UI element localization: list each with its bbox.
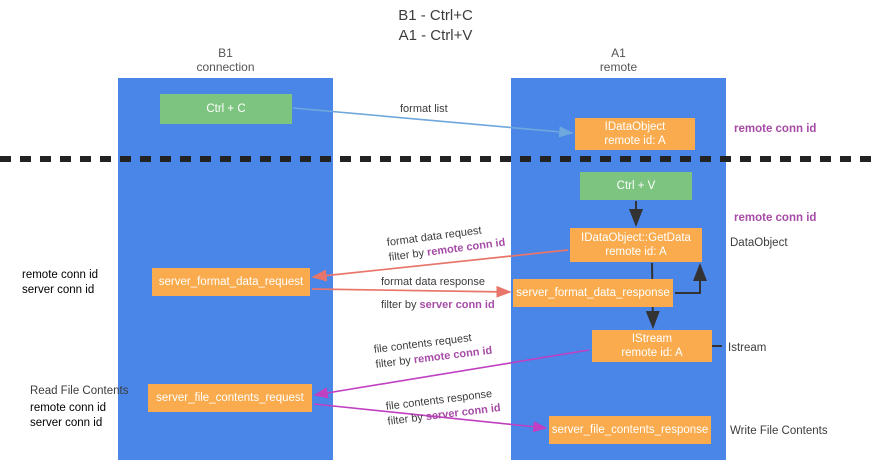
flow-file-contents-request-filter-prefix: filter by: [374, 354, 415, 371]
annotation-write-file-contents: Write File Contents: [730, 425, 828, 437]
annotation-left-server-conn-id-1: server conn id: [22, 284, 95, 296]
flow-label-format-data-request: format data request filter by remote con…: [386, 221, 506, 266]
annotation-remote-conn-id-top: remote conn id: [734, 123, 817, 135]
annotation-left-remote-conn-id-2: remote conn id: [30, 402, 107, 414]
node-server-format-data-request[interactable]: server_format_data_request: [152, 268, 310, 296]
flow-label-file-contents-response: file contents response filter by server …: [385, 386, 502, 430]
lane-header-b1: B1 connection: [118, 46, 333, 74]
annotation-left-remote-conn-id-1: remote conn id: [22, 269, 99, 281]
node-ctrl-c-label: Ctrl + C: [206, 103, 246, 115]
node-server-format-data-response[interactable]: server_format_data_response: [513, 279, 673, 307]
annotation-remote-conn-id-mid: remote conn id: [734, 212, 817, 224]
node-server-format-data-request-label: server_format_data_request: [158, 276, 304, 288]
annotation-dataobject: DataObject: [730, 237, 788, 249]
node-server-file-contents-response[interactable]: server_file_contents_response: [549, 416, 711, 444]
lane-a1-subtitle: remote: [599, 60, 638, 74]
flow-format-data-response-filter-prefix: filter by: [381, 299, 420, 311]
node-ctrl-v-label: Ctrl + V: [616, 180, 656, 192]
flow-label-file-contents-request: file contents request filter by remote c…: [373, 329, 493, 373]
flow-format-data-request-filter-prefix: filter by: [388, 246, 428, 264]
flow-format-data-response-text: format data response: [381, 276, 485, 288]
flow-format-data-response-filter: filter by server conn id: [381, 298, 495, 313]
flow-format-list-text: format list: [400, 103, 448, 115]
node-server-file-contents-request[interactable]: server_file_contents_request: [148, 384, 312, 412]
title-line-1: B1 - Ctrl+C: [398, 7, 473, 24]
flow-file-contents-response-filter-prefix: filter by: [386, 411, 427, 428]
node-getdata-line2: remote id: A: [605, 246, 667, 258]
flow-label-format-data-response: format data response filter by server co…: [381, 275, 495, 313]
annotation-left-server-conn-id-2: server conn id: [30, 417, 103, 429]
node-idataobject-line2: remote id: A: [604, 135, 666, 147]
annotation-left-conn-ids-1: remote conn id server conn id: [22, 268, 98, 298]
node-getdata-line1: IDataObject::GetData: [581, 232, 691, 244]
node-istream-line2: remote id: A: [621, 347, 683, 359]
node-idataobject[interactable]: IDataObject remote id: A: [575, 118, 695, 150]
annotation-left-conn-ids-2: remote conn id server conn id: [30, 401, 106, 431]
diagram-title: B1 - Ctrl+C A1 - Ctrl+V: [0, 6, 871, 46]
node-server-file-contents-request-label: server_file_contents_request: [156, 392, 304, 404]
lane-b1-subtitle: connection: [196, 60, 255, 74]
node-ctrl-c[interactable]: Ctrl + C: [160, 94, 292, 124]
lane-header-a1: A1 remote: [511, 46, 726, 74]
lane-b1-name: B1: [218, 46, 233, 60]
flow-label-format-list: format list: [400, 102, 448, 117]
node-idataobject-getdata[interactable]: IDataObject::GetData remote id: A: [570, 228, 702, 262]
node-server-file-contents-response-label: server_file_contents_response: [551, 424, 709, 436]
title-line-2: A1 - Ctrl+V: [398, 27, 473, 44]
node-istream[interactable]: IStream remote id: A: [592, 330, 712, 362]
node-istream-line1: IStream: [631, 333, 673, 345]
node-ctrl-v[interactable]: Ctrl + V: [580, 172, 692, 200]
annotation-istream: Istream: [728, 342, 767, 354]
lane-a1-name: A1: [611, 46, 626, 60]
annotation-read-file-contents: Read File Contents: [30, 385, 129, 397]
flow-format-data-response-filter-key: server conn id: [419, 299, 495, 311]
node-idataobject-line1: IDataObject: [604, 121, 666, 133]
node-server-format-data-response-label: server_format_data_response: [516, 287, 670, 299]
